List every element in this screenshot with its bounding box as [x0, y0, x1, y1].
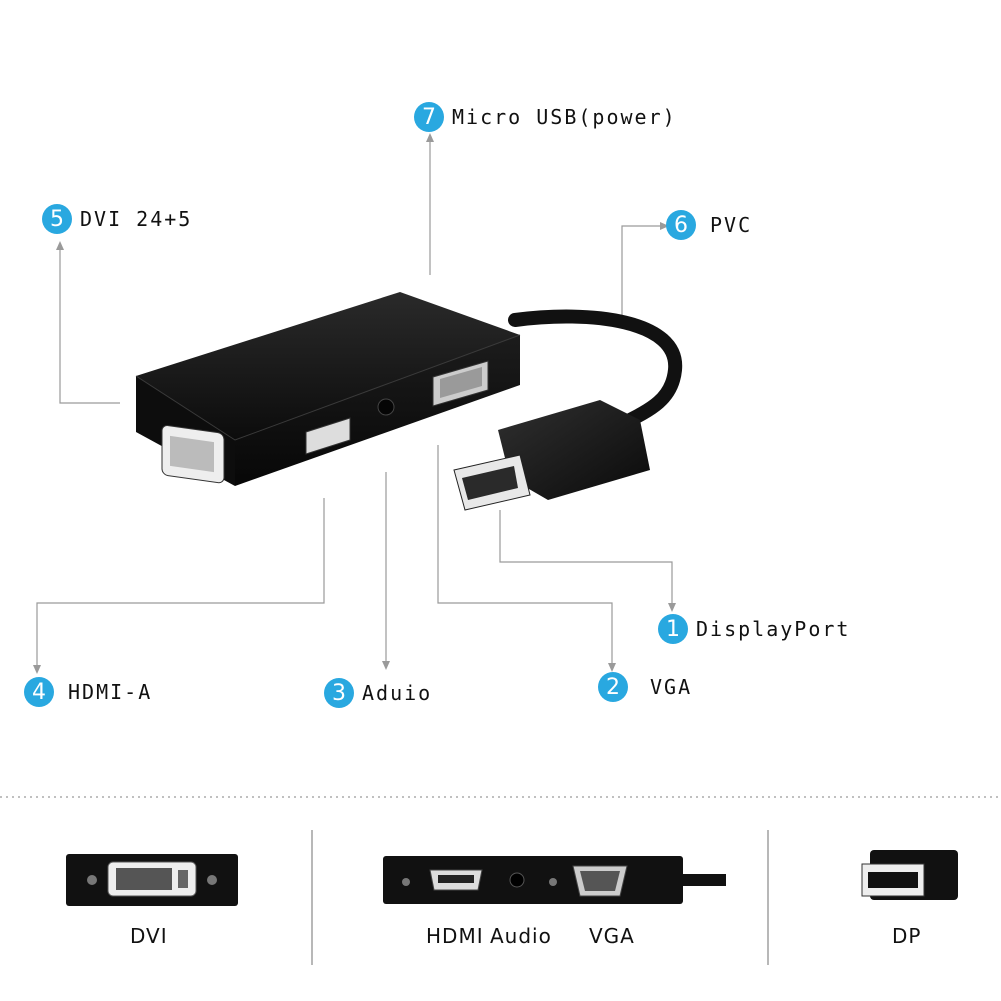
audio-jack-icon	[377, 398, 395, 416]
callout-number-badge: 2	[598, 672, 628, 702]
hdmi-audio-vga-closeup	[383, 856, 726, 904]
dvi-port-closeup	[66, 854, 238, 906]
leader-line-vga	[437, 445, 613, 665]
caption-dp: DP	[892, 924, 922, 948]
callout-text: VGA	[650, 675, 693, 699]
callout-micro-usb: 7 Micro USB(power)	[414, 102, 677, 132]
callout-displayport: 1 DisplayPort	[658, 614, 850, 644]
caption-hdmi: HDMI	[426, 924, 484, 948]
pvc-cable	[508, 309, 683, 432]
leader-arrowheads	[33, 133, 676, 674]
callout-vga: 2 VGA	[598, 672, 692, 702]
leader-lines	[36, 140, 673, 667]
caption-vga: VGA	[589, 924, 635, 948]
callout-number-badge: 7	[414, 102, 444, 132]
callout-text: Micro USB(power)	[452, 105, 677, 129]
displayport-plug	[453, 400, 650, 511]
callout-text: HDMI-A	[68, 680, 153, 704]
dp-plug-closeup	[861, 850, 958, 900]
leader-line-hdmi	[36, 498, 325, 667]
dvi-port-icon	[161, 425, 225, 484]
leader-line-pvc	[621, 225, 662, 318]
callout-number-badge: 1	[658, 614, 688, 644]
callout-text: DVI 24+5	[80, 207, 193, 231]
callout-text: Aduio	[362, 681, 433, 705]
callout-text: DisplayPort	[696, 617, 851, 641]
hdmi-port-icon	[305, 417, 351, 455]
leader-line-displayport	[499, 510, 673, 605]
callout-number-badge: 6	[666, 210, 696, 240]
callout-hdmi: 4 HDMI-A	[24, 677, 152, 707]
callout-text: PVC	[710, 213, 753, 237]
callout-number-badge: 5	[42, 204, 72, 234]
callout-number-badge: 3	[324, 678, 354, 708]
callout-audio: 3 Aduio	[324, 678, 432, 708]
callout-pvc: 6 PVC	[666, 210, 752, 240]
leader-line-dvi	[59, 248, 120, 404]
caption-audio: Audio	[490, 924, 552, 948]
vga-port-icon	[432, 360, 489, 407]
callout-number-badge: 4	[24, 677, 54, 707]
caption-dvi: DVI	[130, 924, 168, 948]
callout-dvi: 5 DVI 24+5	[42, 204, 192, 234]
